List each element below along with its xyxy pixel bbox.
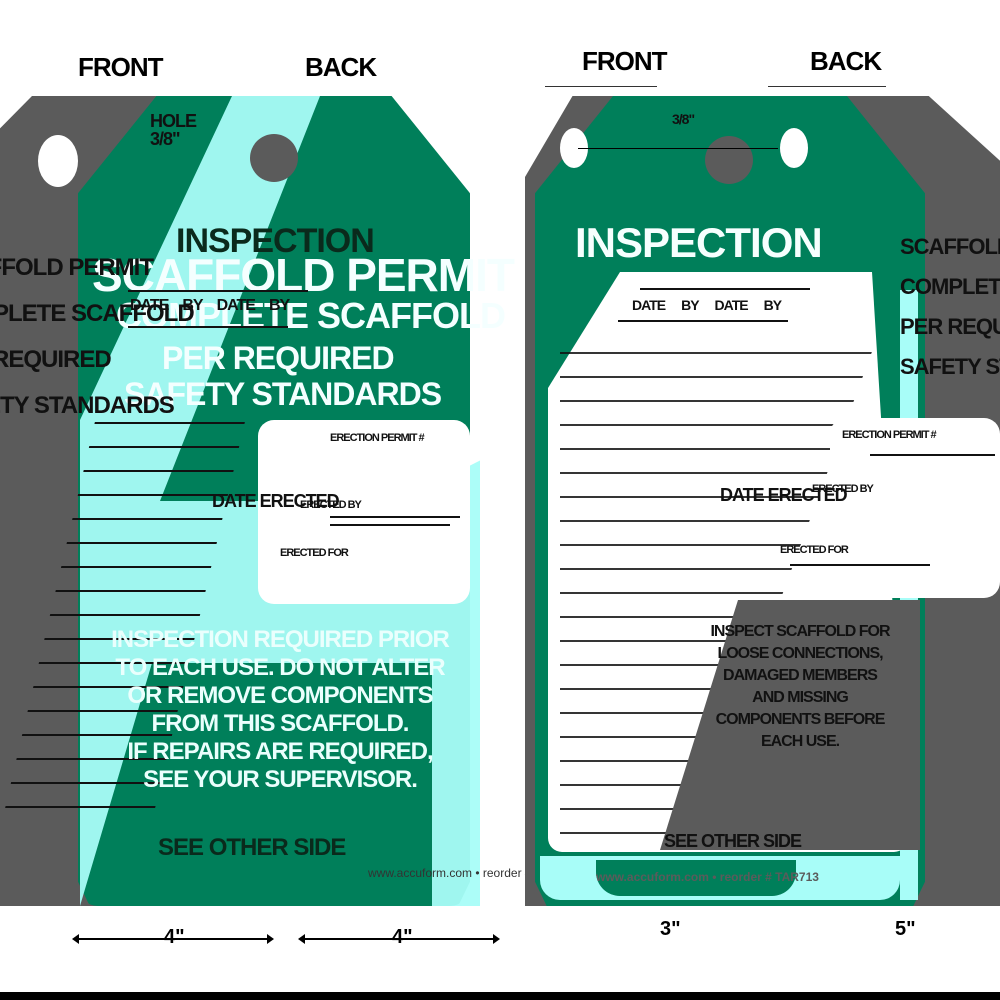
front-info-box — [258, 420, 470, 604]
back-label-1: BACK — [305, 52, 377, 82]
info-line — [870, 454, 995, 456]
tag-back-footer-green — [596, 860, 796, 896]
height-dimension: 3" — [660, 918, 681, 940]
info-label-erected-for: ERECTED FOR — [780, 544, 849, 556]
back-title: INSPECTION — [575, 219, 823, 266]
tag-hole — [250, 134, 298, 182]
tag-hole — [38, 135, 78, 187]
label-underline — [768, 86, 886, 87]
info-line — [790, 564, 930, 566]
info-line — [330, 524, 450, 526]
side-text-block-left: SCAFFOLD PERMIT COMPLETE SCAFFOLD PER RE… — [0, 254, 195, 419]
tag-hole — [705, 136, 753, 184]
front-warning-block: INSPECTION REQUIRED PRIOR TO EACH USE. D… — [111, 626, 450, 793]
info-line — [330, 516, 460, 518]
back-footer: www.accuform.com • reorder # TAR713 — [596, 870, 819, 884]
label-underline — [545, 86, 657, 87]
info-label-permit: ERECTION PERMIT # — [842, 429, 937, 441]
hole-dimension-line — [578, 148, 778, 149]
width-dimension: 4" — [392, 926, 413, 948]
back-see-other-side: SEE OTHER SIDE — [664, 831, 802, 851]
table-line — [128, 290, 308, 292]
front-see-other-side: SEE OTHER SIDE — [158, 834, 346, 861]
info-label-erected-by: ERECTED BY — [812, 483, 874, 495]
width-arrow — [298, 934, 500, 944]
width-arrow — [72, 934, 274, 944]
info-label-permit: ERECTION PERMIT # — [330, 432, 425, 444]
front-label-1: FRONT — [78, 52, 164, 82]
width-dimension: 4" — [164, 926, 185, 948]
tag-hole — [780, 128, 808, 168]
back-warning-block: INSPECT SCAFFOLD FOR LOOSE CONNECTIONS, … — [710, 623, 890, 750]
front-header-small: INSPECTION — [176, 222, 375, 260]
height-dimension: 5" — [895, 918, 916, 940]
back-table-header: DATE BY DATE BY — [632, 297, 782, 313]
info-label-date-erected: DATE ERECTED — [212, 491, 340, 511]
bottom-bar — [0, 992, 1000, 1000]
info-label-erected-by: ERECTED BY — [300, 499, 362, 511]
table-line — [640, 288, 810, 290]
info-label-date-erected: DATE ERECTED — [720, 485, 848, 505]
back-info-box — [830, 418, 1000, 598]
table-line — [128, 326, 288, 328]
table-line — [618, 320, 788, 322]
info-label-erected-for: ERECTED FOR — [280, 547, 349, 559]
back-label-2: BACK — [810, 46, 882, 76]
side-text-block: SCAFFOLD PERMIT COMPLETE SCAFFOLD PER RE… — [900, 234, 1000, 379]
hole-dimension: 3/8" — [672, 111, 695, 127]
front-table-header: DATE BY DATE BY — [130, 297, 290, 314]
front-label-2: FRONT — [582, 46, 668, 76]
front-subtitle-2: PER REQUIRED — [162, 340, 395, 376]
